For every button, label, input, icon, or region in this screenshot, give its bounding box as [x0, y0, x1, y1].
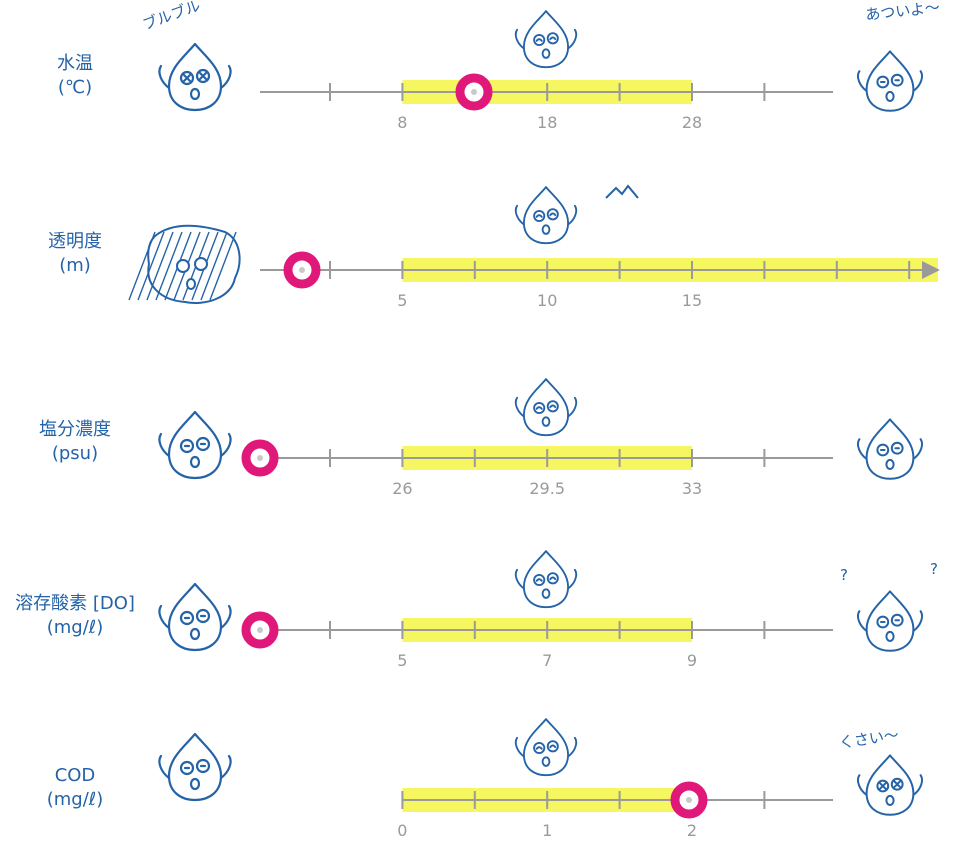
left-mascot-icon: [158, 42, 232, 112]
scale-svg: 0 1 2 くさい〜: [158, 718, 923, 840]
right-mascot-icon: [857, 418, 923, 480]
label-line-2: (psu): [51, 443, 99, 464]
marker-center: [257, 455, 263, 461]
muddy-water-icon: [128, 224, 241, 304]
question-mark-icon: ?: [840, 566, 848, 584]
row-label: COD (mg/ℓ): [0, 764, 150, 812]
speech-left: ブルブル: [140, 0, 203, 34]
right-mascot-icon: [857, 754, 923, 816]
label-line-1: 溶存酸素 [DO]: [15, 593, 135, 614]
row-cod: COD (mg/ℓ) 0 1 2 くさい〜: [0, 708, 960, 868]
row-label: 透明度 (m): [0, 230, 150, 278]
marker-center: [686, 797, 692, 803]
tick-label: 18: [537, 113, 557, 132]
tick-label: 2: [687, 821, 697, 840]
tick-label: 28: [682, 113, 702, 132]
marker-center: [471, 89, 477, 95]
center-happy-mascot-icon: [514, 718, 578, 777]
left-mascot-icon: [158, 582, 232, 652]
axis-arrow-icon: [922, 261, 940, 279]
question-mark-icon: ?: [930, 560, 938, 578]
speech-right: あついよ〜: [865, 0, 941, 24]
tick-label: 7: [542, 651, 552, 670]
label-line-2: (mg/ℓ): [46, 617, 104, 638]
scale-svg: 26 29.5 33: [158, 378, 923, 498]
center-happy-mascot-icon: [514, 186, 578, 245]
scale-svg: 5 7 9??: [158, 550, 938, 670]
tick-label: 1: [542, 821, 552, 840]
label-line-1: 水温: [57, 53, 93, 74]
row-transparency: 透明度 (m) 5 10 15: [0, 178, 960, 338]
tick-label: 5: [397, 651, 407, 670]
row-water-temperature: 水温 (℃) 8 18 28 ブルブル あついよ〜: [0, 0, 960, 160]
marker-center: [257, 627, 263, 633]
label-line-1: COD: [54, 765, 96, 786]
tick-label: 0: [397, 821, 407, 840]
label-line-2: (mg/ℓ): [46, 789, 104, 810]
center-happy-mascot-icon: [514, 550, 578, 609]
left-mascot-icon: [158, 732, 232, 802]
label-line-2: (m): [59, 255, 91, 276]
label-line-2: (℃): [57, 77, 93, 98]
tick-label: 9: [687, 651, 697, 670]
row-salinity: 塩分濃度 (psu) 26 29.5 33: [0, 368, 960, 528]
center-happy-mascot-icon: [514, 378, 578, 437]
scale-svg: 8 18 28 ブルブル あついよ〜: [140, 0, 941, 132]
scale-svg: 5 10 15: [128, 184, 940, 310]
row-label: 塩分濃度 (psu): [0, 418, 150, 466]
tick-label: 10: [537, 291, 557, 310]
row-label: 水温 (℃): [0, 52, 150, 100]
sparkle-icon: [605, 184, 639, 199]
tick-label: 26: [392, 479, 412, 498]
center-happy-mascot-icon: [514, 10, 578, 69]
right-mascot-icon: [857, 50, 923, 112]
tick-label: 15: [682, 291, 702, 310]
speech-right: くさい〜: [838, 726, 900, 752]
right-mascot-icon: [857, 590, 923, 652]
label-line-1: 塩分濃度: [39, 419, 111, 440]
tick-label: 33: [682, 479, 702, 498]
marker-center: [299, 267, 305, 273]
row-dissolved-oxygen: 溶存酸素 [DO] (mg/ℓ) 5 7 9??: [0, 540, 960, 700]
label-line-1: 透明度: [48, 231, 102, 252]
tick-label: 29.5: [529, 479, 565, 498]
tick-label: 5: [397, 291, 407, 310]
left-mascot-icon: [158, 410, 232, 480]
row-label: 溶存酸素 [DO] (mg/ℓ): [0, 592, 150, 640]
tick-label: 8: [397, 113, 407, 132]
